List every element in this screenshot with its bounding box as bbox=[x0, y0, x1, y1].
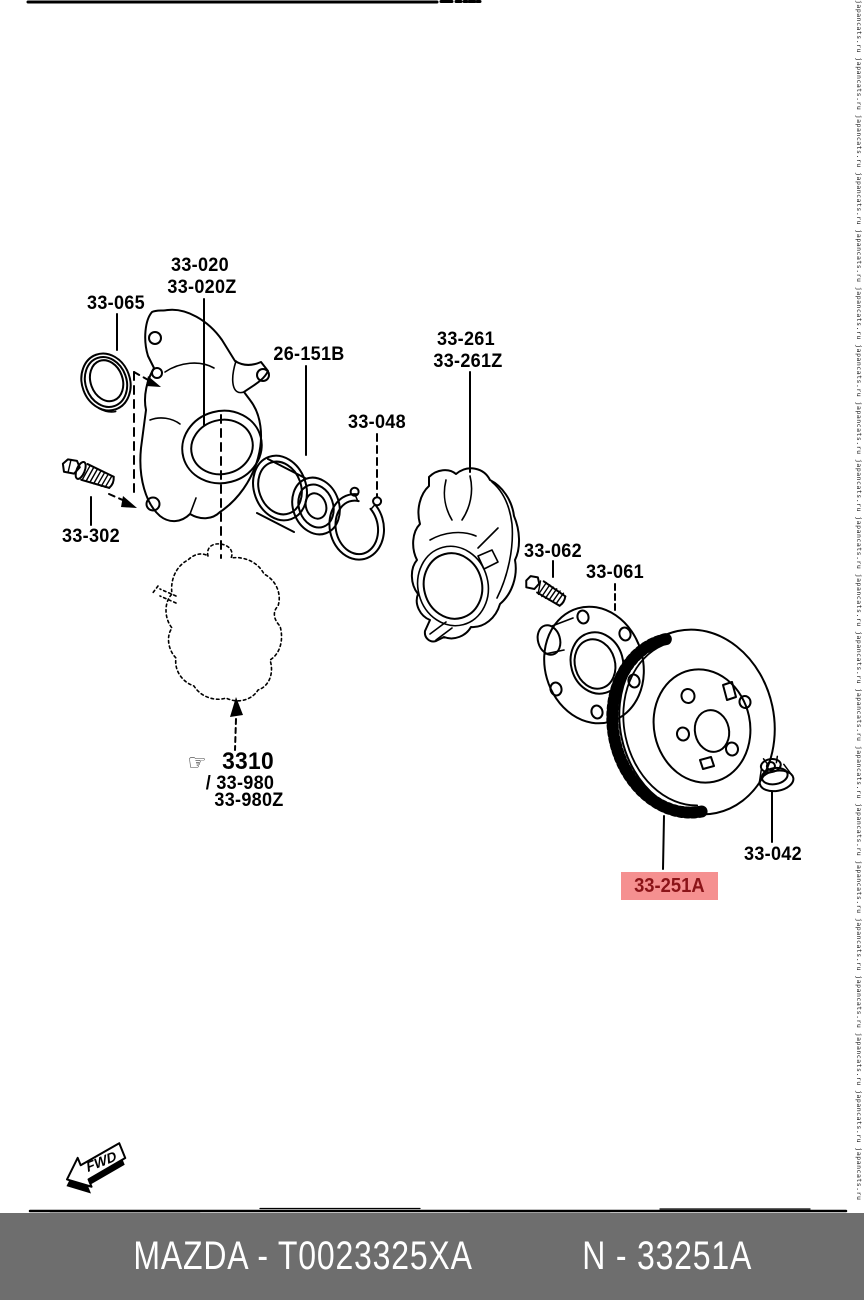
bolt-drawing bbox=[61, 458, 115, 489]
assembly-dashed-lines bbox=[108, 371, 243, 751]
footer-catalog-code: MAZDA - T0023325XA bbox=[133, 1234, 473, 1278]
part-code-caliper-z[interactable]: 33-980Z bbox=[214, 790, 284, 811]
pointing-hand-icon: ☞ bbox=[187, 751, 207, 775]
part-code-stud[interactable]: 33-062 bbox=[524, 541, 582, 562]
dust-shield-drawing bbox=[410, 467, 520, 643]
part-code-rotor-highlighted[interactable]: 33-251A bbox=[621, 872, 718, 900]
rotor-drawing bbox=[606, 628, 776, 819]
part-code-bearing[interactable]: 26-151B bbox=[273, 344, 345, 365]
part-code-shield[interactable]: 33-261 bbox=[437, 329, 495, 350]
stud-drawing bbox=[525, 575, 567, 607]
knuckle-drawing bbox=[139, 308, 270, 522]
part-code-rotor-label: 33-251A bbox=[634, 874, 705, 897]
part-code-hub[interactable]: 33-061 bbox=[586, 562, 644, 583]
part-code-seal[interactable]: 33-065 bbox=[87, 293, 145, 314]
footer-bar: MAZDA - T0023325XA N - 33251A bbox=[0, 1213, 864, 1300]
part-code-knuckle[interactable]: 33-020 bbox=[171, 255, 229, 276]
snap-ring-drawing bbox=[328, 486, 385, 561]
bearing-drawing bbox=[252, 454, 341, 536]
top-border bbox=[26, 0, 482, 4]
nut-drawing bbox=[758, 755, 795, 793]
part-code-nut[interactable]: 33-042 bbox=[744, 844, 802, 865]
fwd-arrow: FWD bbox=[65, 1142, 127, 1194]
part-code-shield-z[interactable]: 33-261Z bbox=[433, 351, 503, 372]
part-code-snap-ring[interactable]: 33-048 bbox=[348, 412, 406, 433]
footer-figure-code: N - 33251A bbox=[582, 1234, 752, 1278]
seal-drawing bbox=[80, 352, 132, 413]
caliper-drawing bbox=[151, 543, 283, 702]
part-code-caliper-group[interactable]: 3310 bbox=[222, 748, 274, 775]
leader-lines bbox=[90, 298, 773, 870]
part-code-bolt[interactable]: 33-302 bbox=[62, 526, 120, 547]
part-code-caliper[interactable]: / 33-980 bbox=[205, 773, 275, 794]
part-code-knuckle-z[interactable]: 33-020Z bbox=[167, 277, 237, 298]
edge-watermark: japancats.ru japancats.ru japancats.ru j… bbox=[855, 0, 863, 1201]
